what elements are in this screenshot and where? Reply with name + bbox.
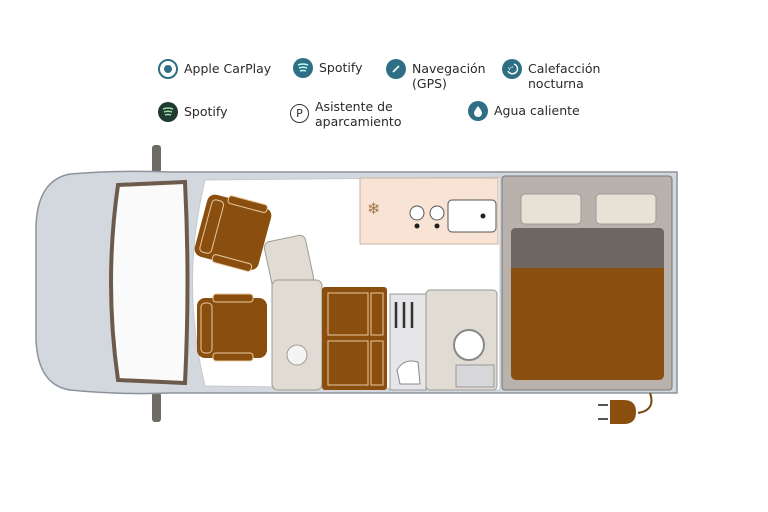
bed [501,175,673,391]
legend-agua-caliente: Agua caliente [468,101,580,121]
compass-icon [386,59,406,79]
kitchen-counter: ❄ [359,177,499,245]
passenger-seat [197,293,267,362]
night-heating-icon: v° [502,59,522,79]
bench-seat [263,234,323,391]
parking-icon: P [290,104,309,123]
legend-navegacion: Navegación(GPS) [386,59,486,91]
water-drop-icon [468,101,488,121]
driver-seat [194,194,272,272]
power-plug-icon [598,392,653,424]
spotify-icon [293,58,313,78]
legend-apple-carplay: Apple CarPlay [158,59,271,79]
legend-spotify: Spotify [293,58,362,78]
bathroom [389,289,498,391]
carplay-icon [158,59,178,79]
cabinet [322,287,387,390]
fridge-snowflake-icon: ❄ [367,199,380,218]
swivel-icon [286,344,308,366]
svg-text:v°: v° [508,66,514,72]
windshield [109,179,190,386]
mirrors [152,145,161,422]
legend-spotify-2: Spotify [158,102,227,122]
spotify-icon [158,102,178,122]
